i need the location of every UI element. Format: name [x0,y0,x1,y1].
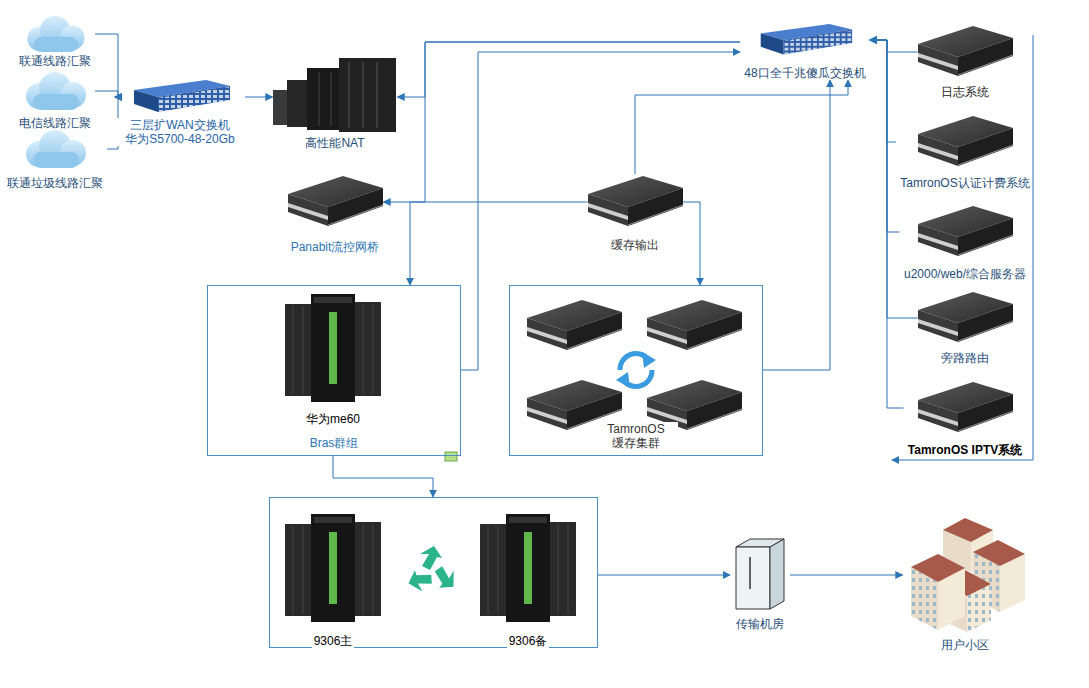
connector [763,80,830,370]
door-icon [730,535,790,617]
device-node: 联通垃圾线路汇聚 [3,128,107,190]
connector [95,91,118,97]
nat-icon [273,58,398,136]
cloud-icon [19,14,91,54]
server-icon [918,290,1013,351]
device-node: TamronOS认证计费系统 [896,114,1034,190]
node-label: 9306备 [507,634,550,648]
server-icon [918,204,1013,267]
device-node: 电信线路汇聚 [15,70,95,130]
node-label: 用户小区 [939,638,991,652]
device-node: 日志系统 [918,24,1013,99]
node-label: TamronOS IPTV系统 [906,443,1024,457]
rack-icon [283,292,383,412]
device-node: 旁路路由 [918,290,1013,365]
node-label: 缓存输出 [609,238,661,252]
connector [790,575,903,576]
switch-icon [755,22,855,66]
node-label: 高性能NAT [303,136,366,150]
connector [410,202,588,285]
connector [870,40,896,142]
node-label: TamronOS认证计费系统 [898,176,1031,190]
node-label: 电信线路汇聚 [17,116,93,130]
node-label: 三层扩WAN交换机 华为S5700-48-20Gb [117,118,243,146]
connector [870,40,918,52]
device-node: 用户小区 [903,512,1028,652]
device-node: 高性能NAT [273,58,398,150]
device-node: 联通线路汇聚 [15,14,95,68]
connector [461,52,740,370]
connector [333,456,433,497]
iptv-return-line [892,35,1033,460]
group-box: 9306主 9306备 [269,497,598,648]
connector [683,202,701,285]
cloud-icon [19,128,91,176]
rack-icon [478,512,578,634]
node-label: u2000/web/综合服务器 [902,267,1028,281]
recycle-icon [404,546,460,595]
device-node: u2000/web/综合服务器 [900,204,1031,281]
device-node: 9306备 [478,512,578,648]
cloud-icon [19,70,91,116]
server-icon [918,114,1013,176]
node-label: 旁路路由 [939,351,991,365]
device-node: 缓存输出 [588,174,683,252]
switch-icon [128,78,233,118]
node-label: 联通线路汇聚 [17,54,93,68]
node-label: 48口全千兆傻瓜交换机 [742,66,867,80]
device-node: Panabit流控网桥 [287,174,384,254]
rack-icon [283,512,383,634]
node-label: 华为me60 [304,412,362,426]
connector [398,42,741,97]
device-node: 48口全千兆傻瓜交换机 [740,22,870,80]
sync-icon [616,352,656,388]
server-icon [288,174,383,240]
device-node: 三层扩WAN交换机 华为S5700-48-20Gb [115,78,245,146]
node-label: Bras群组 [308,436,361,450]
connector [384,42,741,202]
device-node: 传输机房 [730,535,790,631]
node-label: Panabit流控网桥 [289,240,382,254]
server-icon [918,380,1013,443]
building-icon [903,512,1028,638]
status-marker [445,452,457,461]
node-label: TamronOS 缓存集群 [594,422,678,450]
device-node: 华为me60 [283,292,383,426]
connector [598,575,730,576]
node-label: 联通垃圾线路汇聚 [5,176,105,190]
node-label: 传输机房 [734,617,786,631]
connector [870,40,900,232]
cluster-servers [527,300,742,430]
connector [95,34,118,97]
server-icon [588,174,683,238]
node-label: 日志系统 [939,85,991,99]
device-node: 9306主 [283,512,383,648]
connector [870,40,904,408]
connector [635,80,848,174]
group-box: Bras群组华为me60 [207,285,461,456]
connector [245,97,273,98]
node-label: 9306主 [312,634,355,648]
server-icon [918,24,1013,85]
device-node: TamronOS IPTV系统 [904,380,1027,457]
group-box: TamronOS 缓存集群 [509,285,763,456]
